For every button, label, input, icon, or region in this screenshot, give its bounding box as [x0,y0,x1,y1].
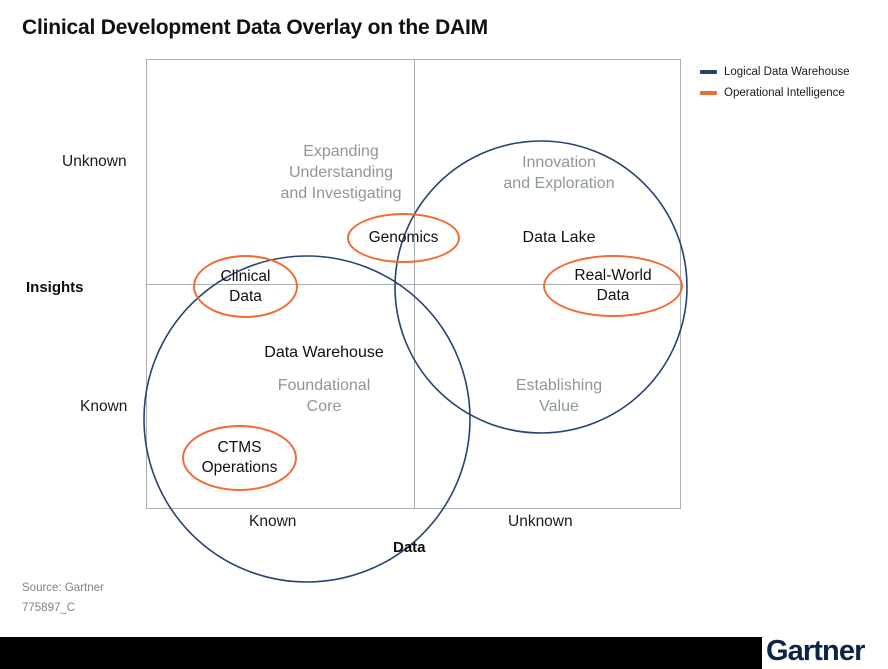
logical-data-warehouse-circle-left [143,255,471,583]
x-axis-title: Data [393,539,426,556]
document-code: 775897_C [22,602,76,614]
venn-circles [143,140,688,583]
legend-item-operational-intelligence: Operational Intelligence [700,84,888,102]
logo-plate: Gartner [762,637,888,669]
quadrant-label-data-lake: Data Lake [522,229,596,246]
highlight-ellipse-real-world-data: Real-World Data [543,255,683,317]
x-axis-tick-unknown: Unknown [508,513,573,530]
quadrant-label-top-left: Expanding Understanding and Investigatin… [280,143,402,202]
legend-item-label: Operational Intelligence [724,87,845,99]
gartner-logo: Gartner [766,637,865,667]
chart-legend: Logical Data Warehouse Operational Intel… [700,63,888,105]
quadrant-label-data-warehouse: Data Warehouse [264,344,384,361]
plot-area: Expanding Understanding and Investigatin… [143,59,688,583]
line-swatch-icon [700,91,717,95]
highlight-ellipse-genomics: Genomics [347,213,460,263]
quadrant-divider-horizontal [146,284,681,286]
highlight-ellipse-ctms-operations: CTMS Operations [182,425,297,491]
quadrant-label-bottom-right: Establishing Value [515,377,603,415]
x-axis-tick-known: Known [249,513,297,530]
y-axis-tick-unknown: Unknown [62,153,127,170]
legend-item-label: Logical Data Warehouse [724,66,850,78]
y-axis-title: Insights [26,279,84,296]
y-axis-tick-known: Known [80,398,128,415]
source-attribution: Source: Gartner [22,582,104,594]
footer-bar [0,637,888,669]
quadrant-label-top-right: Innovation and Exploration [503,154,615,192]
quadrant-label-bottom-left: Foundational Core [277,377,371,415]
highlight-ellipse-clinical-data: Clinical Data [193,255,298,318]
line-swatch-icon [700,70,717,74]
page-title: Clinical Development Data Overlay on the… [22,16,488,39]
logical-data-warehouse-circle-right [394,140,688,434]
legend-item-logical-data-warehouse: Logical Data Warehouse [700,63,888,81]
